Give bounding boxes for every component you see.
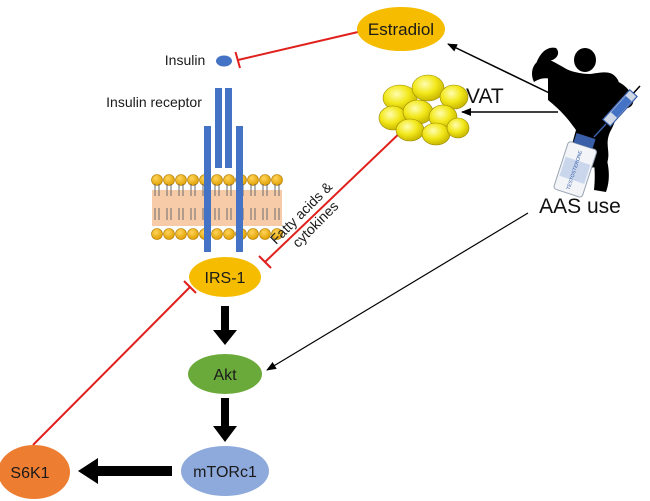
s6k1-node[interactable] xyxy=(0,445,70,499)
aas-to-akt-arrow xyxy=(266,212,529,371)
estradiol-inhibits-insulin xyxy=(234,31,359,69)
lipid-head xyxy=(187,174,199,186)
akt-label: Akt xyxy=(213,367,237,384)
cell-membrane xyxy=(151,174,283,240)
mtorc1-node[interactable] xyxy=(181,446,269,496)
irs1-node[interactable] xyxy=(189,257,261,297)
lipid-head xyxy=(259,228,271,240)
lipid-head xyxy=(223,228,235,240)
mtorc1-to-s6k1-arrow xyxy=(78,458,172,484)
insulin-receptor-shape xyxy=(204,88,243,252)
lipid-head xyxy=(163,228,175,240)
lipid-head xyxy=(151,174,163,186)
lipid-head xyxy=(211,228,223,240)
lipid-head xyxy=(271,228,283,240)
insulin-molecule xyxy=(216,55,232,67)
lipid-head xyxy=(175,228,187,240)
lipid-head xyxy=(211,174,223,186)
vat-inhibits-irs1 xyxy=(258,127,406,269)
testosterone-vial-icon: TESTOSTERONE xyxy=(553,132,597,198)
lipid-head xyxy=(187,228,199,240)
lipid-head xyxy=(259,174,271,186)
estradiol-node[interactable] xyxy=(357,7,445,51)
vat-label: VAT xyxy=(466,85,504,108)
insulin-label: Insulin xyxy=(165,52,205,68)
lipid-head xyxy=(247,174,259,186)
irs1-to-akt-arrow xyxy=(213,306,237,345)
mtorc1-label: mTORc1 xyxy=(193,464,257,481)
vat-fat-cluster xyxy=(378,74,470,146)
lipid-head xyxy=(175,174,187,186)
lipid-head xyxy=(271,174,283,186)
irs1-label: IRS-1 xyxy=(205,270,246,287)
lipid-head xyxy=(163,174,175,186)
s6k1-inhibits-irs1 xyxy=(32,280,197,446)
syringe-icon xyxy=(593,85,641,138)
lipid-head xyxy=(223,174,235,186)
lipid-head xyxy=(247,228,259,240)
lipid-head xyxy=(151,228,163,240)
estradiol-label: Estradiol xyxy=(368,20,434,39)
s6k1-label: S6K1 xyxy=(10,465,49,482)
insulin-receptor-label: Insulin receptor xyxy=(106,94,202,110)
akt-to-mtorc1-arrow xyxy=(213,398,237,442)
akt-node[interactable] xyxy=(188,354,262,394)
aas-use-label: AAS use xyxy=(539,195,621,218)
